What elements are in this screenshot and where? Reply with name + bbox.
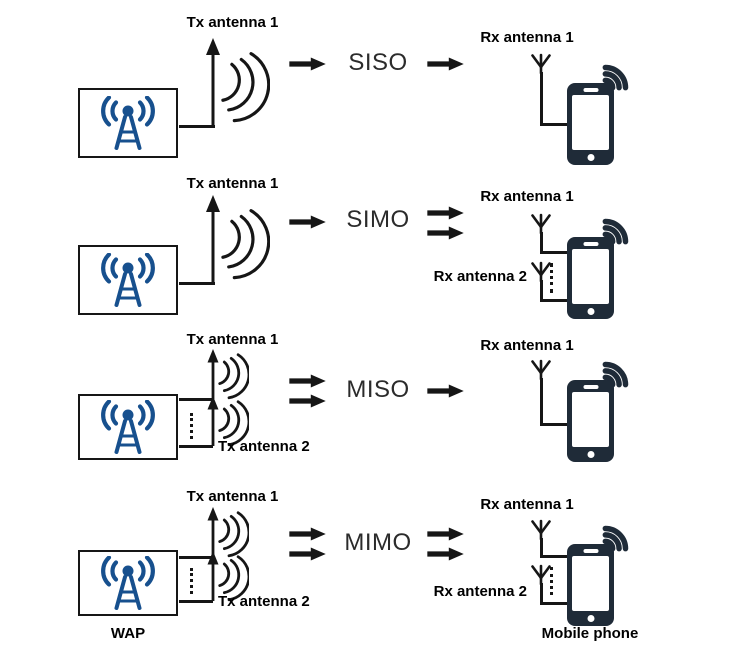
wap-box bbox=[78, 245, 178, 315]
tx-antenna-1-icon bbox=[203, 347, 249, 401]
wap-box bbox=[78, 394, 178, 460]
flow-arrow-out bbox=[427, 384, 465, 398]
rx-antenna-2-label: Rx antenna 2 bbox=[433, 268, 527, 285]
tx-antenna-1-label: Tx antenna 1 bbox=[186, 14, 279, 31]
phone-screen bbox=[572, 95, 609, 150]
tx-antenna-icon bbox=[198, 36, 270, 130]
tx-feed-line-1 bbox=[179, 556, 213, 559]
mode-label-miso: MISO bbox=[346, 376, 410, 403]
flow-arrow-out bbox=[427, 57, 465, 71]
phone-speaker bbox=[583, 88, 598, 92]
rx-feed-2-vertical bbox=[540, 583, 543, 605]
rx-antenna-1-label: Rx antenna 1 bbox=[480, 337, 574, 354]
rx-antenna-1-icon bbox=[528, 212, 554, 234]
flow-arrow-out-2 bbox=[427, 547, 465, 561]
mode-label-mimo: MIMO bbox=[344, 529, 412, 556]
rx-antenna-1-label: Rx antenna 1 bbox=[480, 496, 574, 513]
row-siso: Tx antenna 1 SISO Rx antenna 1 bbox=[0, 0, 750, 165]
phone-screen bbox=[572, 556, 609, 611]
phone-speaker bbox=[583, 385, 598, 389]
tx-feed-line-2 bbox=[179, 600, 213, 603]
rx-antennas-dotted-ellipsis bbox=[550, 567, 553, 595]
rx-feed-1 bbox=[540, 251, 570, 254]
rx-antenna-1-label: Rx antenna 1 bbox=[480, 188, 574, 205]
flow-arrow-out-2 bbox=[427, 226, 465, 240]
rx-feed-1-vertical bbox=[540, 232, 543, 254]
phone-home-button bbox=[587, 614, 594, 622]
rx-feed-2 bbox=[540, 299, 570, 302]
rx-antenna-1-icon bbox=[528, 518, 554, 540]
flow-arrow-in bbox=[289, 57, 327, 71]
wap-radio-tower-icon bbox=[95, 400, 161, 454]
wap-label: WAP bbox=[110, 625, 146, 642]
tx-feed-line-1 bbox=[179, 398, 213, 401]
mode-label-simo: SIMO bbox=[346, 206, 410, 233]
tx-feed-line bbox=[179, 282, 215, 285]
tx-antenna-1-label: Tx antenna 1 bbox=[186, 488, 279, 505]
row-miso: Tx antenna 1 Tx antenna 2 MISO Rx antenn… bbox=[0, 318, 750, 478]
mobile-phone-label: Mobile phone bbox=[541, 625, 639, 642]
wap-box bbox=[78, 88, 178, 158]
rx-antenna-icon bbox=[528, 358, 554, 380]
flow-arrow-in-2 bbox=[289, 394, 327, 408]
tx-feed-line-2 bbox=[179, 445, 213, 448]
phone-screen bbox=[572, 249, 609, 304]
tx-antennas-dotted-ellipsis bbox=[190, 413, 193, 439]
flow-arrow-in-1 bbox=[289, 374, 327, 388]
rx-antenna-icon bbox=[528, 52, 554, 74]
rx-feed-1-vertical bbox=[540, 538, 543, 558]
tx-feed-line bbox=[179, 125, 215, 128]
wap-radio-tower-icon bbox=[95, 96, 161, 150]
phone-home-button bbox=[587, 450, 594, 458]
rx-antenna-2-label: Rx antenna 2 bbox=[433, 583, 527, 600]
row-simo: Tx antenna 1 SIMO Rx antenna 1 Rx antenn… bbox=[0, 160, 750, 319]
rx-feed-2 bbox=[540, 602, 570, 605]
flow-arrow-out-1 bbox=[427, 527, 465, 541]
tx-antenna-1-label: Tx antenna 1 bbox=[186, 175, 279, 192]
tx-antenna-icon bbox=[198, 193, 270, 287]
tx-antenna-2-label: Tx antenna 2 bbox=[218, 438, 310, 455]
tx-antenna-2-label: Tx antenna 2 bbox=[218, 593, 310, 610]
flow-arrow-in bbox=[289, 215, 327, 229]
flow-arrow-in-1 bbox=[289, 527, 327, 541]
rx-antenna-1-label: Rx antenna 1 bbox=[480, 29, 574, 46]
rx-feed-line-vertical bbox=[540, 378, 543, 426]
rx-feed-1 bbox=[540, 555, 570, 558]
rx-feed-line bbox=[540, 423, 570, 426]
wap-radio-tower-icon bbox=[95, 253, 161, 307]
mode-label-siso: SISO bbox=[348, 49, 408, 76]
mobile-phone-icon bbox=[567, 380, 614, 462]
phone-speaker bbox=[583, 549, 598, 553]
rx-antennas-dotted-ellipsis bbox=[550, 263, 553, 293]
phone-home-button bbox=[587, 307, 594, 315]
rx-feed-line bbox=[540, 123, 570, 126]
row-mimo: Tx antenna 1 Tx antenna 2 WAP MIMO Rx an… bbox=[0, 478, 750, 650]
mobile-phone-icon bbox=[567, 83, 614, 165]
wap-box bbox=[78, 550, 178, 616]
rx-feed-2-vertical bbox=[540, 280, 543, 302]
phone-home-button bbox=[587, 153, 594, 161]
flow-arrow-out-1 bbox=[427, 206, 465, 220]
rx-feed-line-vertical bbox=[540, 72, 543, 126]
tx-antenna-1-label: Tx antenna 1 bbox=[186, 331, 279, 348]
flow-arrow-in-2 bbox=[289, 547, 327, 561]
tx-antennas-dotted-ellipsis bbox=[190, 568, 193, 594]
phone-screen bbox=[572, 392, 609, 447]
wap-radio-tower-icon bbox=[95, 556, 161, 610]
phone-speaker bbox=[583, 242, 598, 246]
mobile-phone-icon bbox=[567, 237, 614, 319]
mobile-phone-icon bbox=[567, 544, 614, 626]
